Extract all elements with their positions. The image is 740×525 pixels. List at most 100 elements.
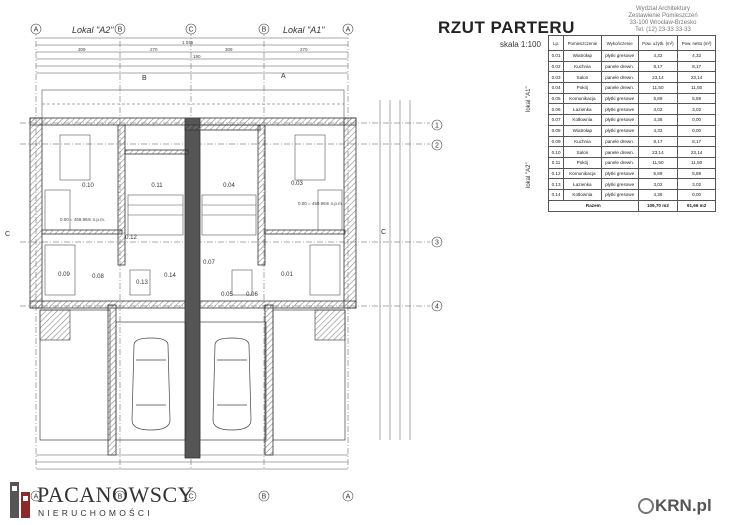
level-right: 0.00 = 459.96m n.p.m. [298, 201, 343, 206]
sum-cell: 109,70 m2 [637, 199, 679, 212]
table-cell: płytki gresowe [600, 50, 639, 62]
col-net-area: Pow. netto (m²) [677, 35, 716, 51]
dim-top-1: 1 045 [182, 40, 194, 45]
table-cell: 23,14 [637, 71, 679, 84]
room-0-11: 0.11 [151, 183, 163, 189]
table-cell: 4,32 [637, 50, 679, 62]
section-a: A [281, 73, 286, 80]
table-cell: 0.14 [547, 188, 565, 201]
office-stamp: Wydział Architektury Zestawienie Pomiesz… [588, 6, 738, 34]
table-cell: 0.08 [547, 124, 565, 137]
table-cell: 11,50 [637, 82, 679, 94]
table-cell: Wiatrołap [563, 124, 602, 137]
room-0-06: 0.06 [246, 292, 258, 298]
table-cell: 0.07 [547, 114, 565, 126]
table-cell: 3,02 [677, 178, 716, 190]
table-cell: płytki gresowe [600, 103, 639, 116]
table-cell: 0,00 [677, 124, 716, 137]
table-cell: 0.05 [547, 92, 565, 105]
table-cell: Kotłownia [563, 114, 602, 126]
table-cell: 4,32 [637, 124, 679, 137]
table-cell: 0.09 [547, 135, 565, 148]
table-cell: panele drewn. [600, 60, 639, 73]
section-b: B [142, 75, 147, 82]
table-cell: Komunikacja [563, 92, 602, 105]
table-cell: 0.02 [547, 60, 565, 73]
table-cell: 4,36 [637, 188, 679, 201]
table-cell: 0.04 [547, 82, 565, 94]
table-cell: Łazienka [563, 103, 602, 116]
table-cell: 5,89 [677, 167, 716, 180]
room-0-07: 0.07 [203, 260, 215, 266]
table-cell: 3,02 [637, 103, 679, 116]
table-cell: 8,17 [637, 135, 679, 148]
lokal-a1-label: Lokal "A1" [283, 25, 325, 35]
rooms-table: Lp. Pomieszczenie Wykończenie Pow. użytk… [547, 35, 716, 212]
axis-right-4: 4 [435, 304, 439, 311]
table-cell: 8,17 [677, 60, 716, 73]
axis-bottom-a-right: A [346, 494, 351, 501]
plan-title: RZUT PARTERU [438, 18, 575, 37]
table-cell: 3,02 [637, 178, 679, 190]
table-cell: panele drewn. [600, 82, 639, 94]
table-cell: 11,50 [677, 156, 716, 169]
axis-right-3: 3 [435, 240, 439, 247]
table-cell: 0,00 [677, 114, 716, 126]
table-cell: 23,14 [677, 71, 716, 84]
table-cell: 4,36 [637, 114, 679, 126]
axis-right-2: 2 [435, 143, 439, 150]
dim-top-6: 270 [300, 47, 308, 52]
axis-bottom-b-left: B [118, 494, 123, 501]
side-label-a2: lokal "A2" [526, 162, 532, 188]
table-cell: Pokój [563, 82, 602, 94]
axis-top-b-right: B [262, 27, 267, 34]
table-cell: 11,50 [677, 82, 716, 94]
agency-name: PACANOWSCY [37, 482, 195, 507]
table-cell: Komunikacja [563, 167, 602, 180]
table-cell: Salon [563, 71, 602, 84]
table-cell: płytki gresowe [600, 167, 639, 180]
table-cell: 5,89 [677, 92, 716, 105]
table-cell: 3,02 [677, 103, 716, 116]
axis-top-c: C [188, 27, 193, 34]
lokal-a2-label: Lokal "A2" [72, 25, 114, 35]
table-cell: Kuchnia [563, 135, 602, 148]
room-0-13: 0.13 [136, 280, 148, 286]
room-0-03: 0.03 [291, 181, 303, 187]
dim-top-4: 190 [193, 54, 201, 59]
stamp-line-2: Zestawienie Pomieszczeń [628, 13, 698, 19]
table-cell: płytki gresowe [600, 114, 639, 126]
axis-bottom-a-left: A [34, 494, 39, 501]
table-cell: 0.12 [547, 167, 565, 180]
table-cell: płytki gresowe [600, 188, 639, 201]
section-c-left: C [5, 231, 10, 238]
table-cell: 5,89 [637, 167, 679, 180]
axis-top-b-left: B [118, 27, 123, 34]
portal-watermark: KRN.pl [655, 496, 712, 515]
agency-subtitle: NIERUCHOMOŚCI [38, 508, 153, 518]
table-cell: 0.10 [547, 146, 565, 158]
table-cell: płytki gresowe [600, 178, 639, 190]
col-lp: Lp. [547, 35, 565, 51]
table-cell: 11,50 [637, 156, 679, 169]
table-cell: Salon [563, 146, 602, 158]
table-cell: 0,00 [677, 188, 716, 201]
col-usable-area: Pow. użytk. (m²) [637, 35, 679, 51]
stamp-line-1: Wydział Architektury [636, 6, 690, 12]
table-cell: 5,89 [637, 92, 679, 105]
agency-logo-icon [10, 482, 30, 518]
axis-bottom-b-right: B [262, 494, 267, 501]
table-cell: Wiatrołap [563, 50, 602, 62]
axis-top-a-left: A [34, 27, 39, 34]
table-cell: panele drewn. [600, 135, 639, 148]
table-cell: 23,14 [637, 146, 679, 158]
col-room: Pomieszczenie [563, 35, 602, 51]
axis-right-1: 1 [435, 123, 439, 130]
stamp-line-3: 33-100 Wrocław-Brzesko [629, 20, 697, 26]
